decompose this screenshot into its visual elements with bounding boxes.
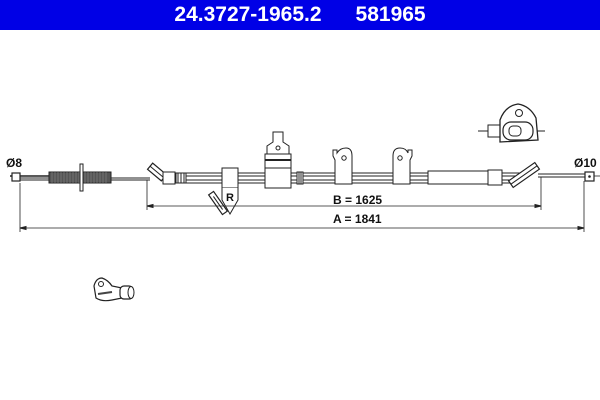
side-marker-label: R: [226, 192, 234, 204]
right-diameter-label: Ø10: [574, 156, 597, 170]
mid-clip-1: [332, 147, 353, 185]
r-bracket: [207, 167, 239, 216]
left-diameter-label: Ø8: [6, 156, 23, 170]
mid-clip-2: [392, 147, 413, 185]
tall-clip: [264, 131, 292, 189]
left-end-fitting: [11, 172, 21, 182]
detail-loose-fitting: [93, 277, 135, 302]
right-angled-fitting: [507, 161, 541, 189]
article-number: 581965: [355, 3, 426, 26]
detail-end-fitting: [478, 103, 545, 143]
dimension-b-label: B = 1625: [333, 193, 383, 207]
part-number: 24.3727-1965.2: [174, 3, 322, 26]
right-sleeve: [427, 170, 489, 185]
title-bar: 24.3727-1965.2 581965: [0, 0, 600, 30]
dimension-a-label: A = 1841: [333, 212, 382, 226]
